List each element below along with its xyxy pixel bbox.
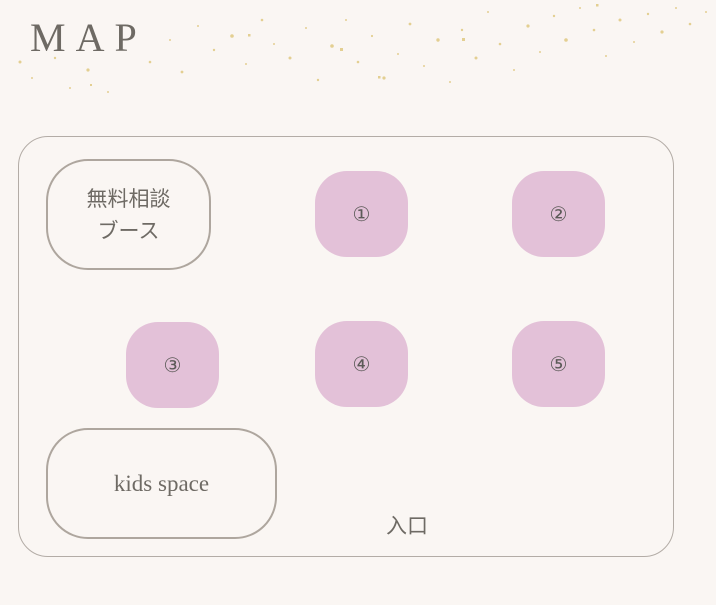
consult-booth-label-line2: ブース [97,218,160,243]
kids-space-label: kids space [113,470,210,496]
booth-3: ③ [126,322,219,408]
consult-booth-label-line1: 無料相談 [86,186,171,211]
free-consultation-booth: 無料相談 ブース [46,159,211,270]
page-title: MAP [30,15,147,60]
gold-dust-decoration [18,4,707,93]
venue-map-frame [18,136,674,557]
entrance-label: 入口 [386,514,428,538]
booth-5: ⑤ [512,321,605,407]
kids-space-area: kids space [46,428,277,539]
booth-2: ② [512,171,605,257]
booth-4: ④ [315,321,408,407]
booth-1: ① [315,171,408,257]
